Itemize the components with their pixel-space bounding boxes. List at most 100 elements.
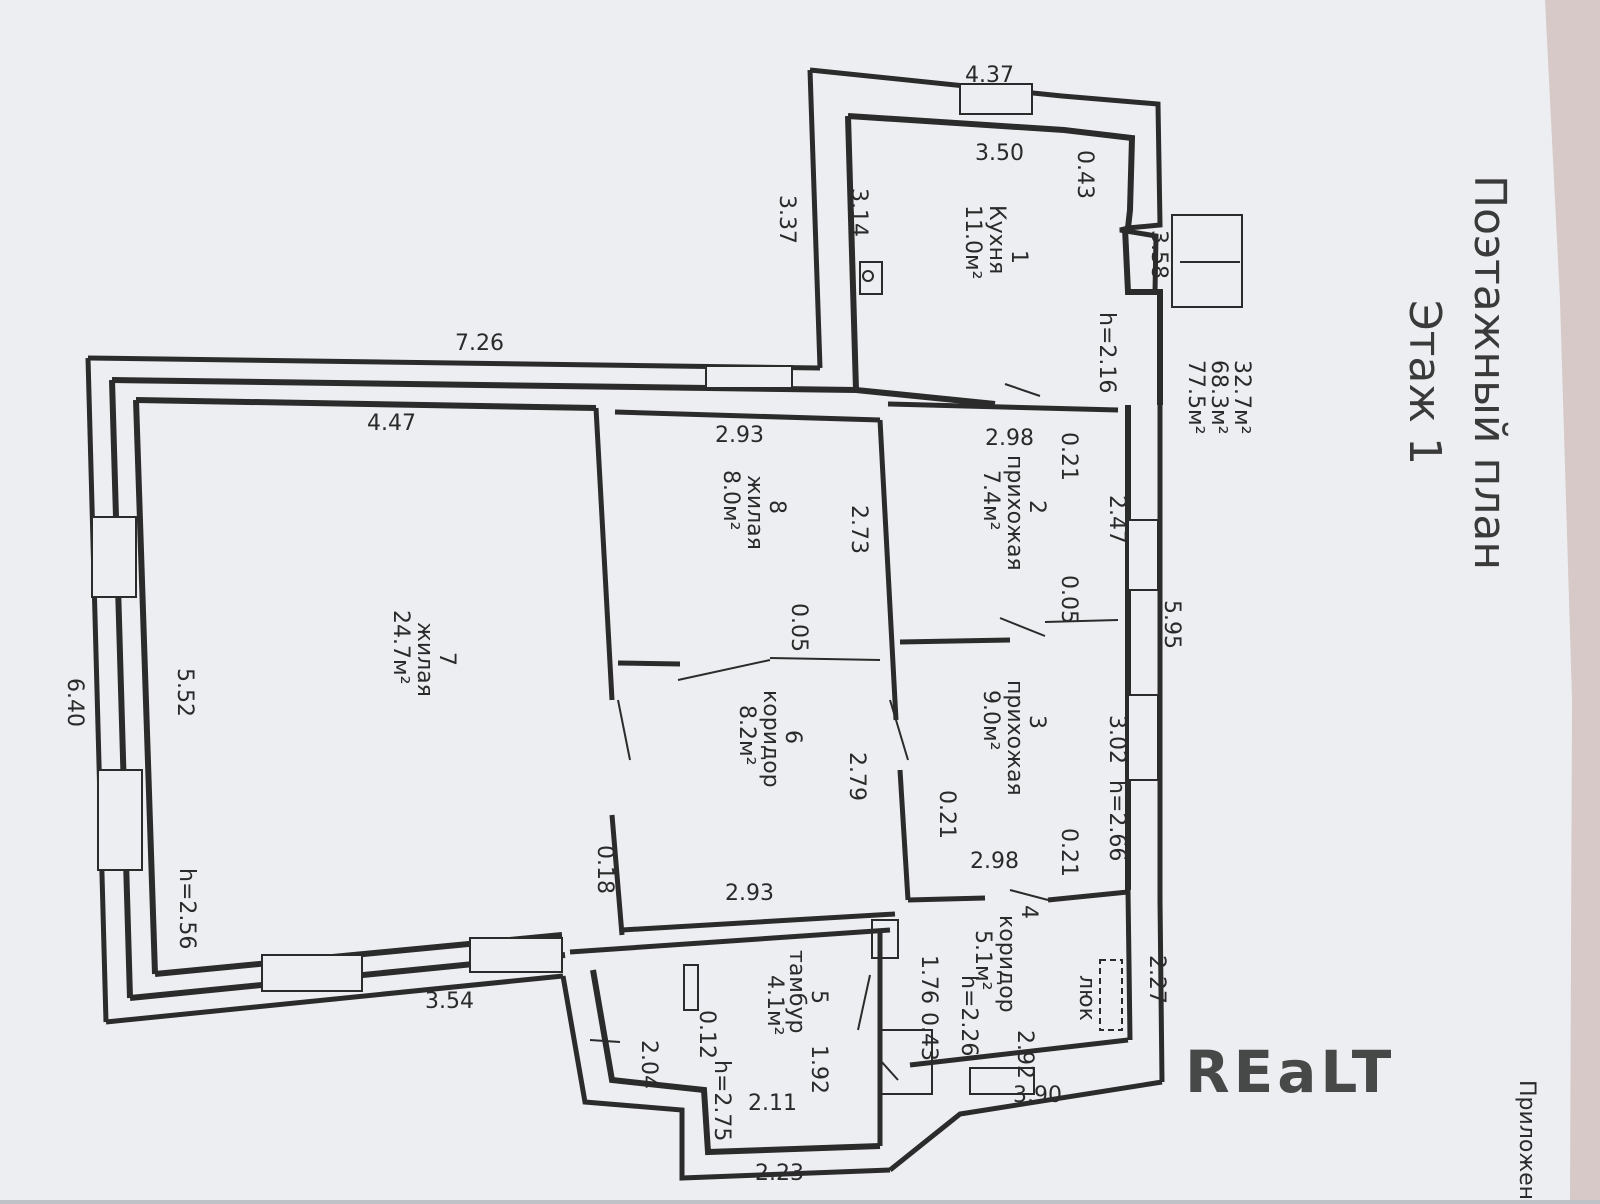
svg-text:9.0м²: 9.0м²	[978, 690, 1003, 750]
hatch-label: люк	[1074, 975, 1099, 1021]
vestibule-niche	[683, 964, 699, 1011]
dim-room7-h: h=2.56	[174, 868, 199, 949]
dim-corr6-wall: 0.21	[934, 790, 959, 839]
svg-text:4.1м²: 4.1м²	[762, 975, 787, 1035]
dim-kitchen-inner: 3.50	[975, 141, 1024, 166]
svg-text:8.2м²: 8.2м²	[734, 705, 759, 765]
floor-label: Этаж 1	[1399, 300, 1450, 465]
svg-text:коридор: коридор	[758, 690, 783, 788]
room-vestibule-5: 5 тамбур 4.1м²	[762, 950, 831, 1035]
dim-corr6-bottom: 2.93	[725, 881, 774, 906]
dim-corr4-inner: 1.76	[916, 955, 941, 1004]
kitchen-stove-symbol	[859, 261, 883, 295]
dim-hall2-top: 2.98	[985, 426, 1034, 451]
dim-kitchen-outer-side: 3.37	[774, 195, 799, 244]
dim-corr6-side: 2.79	[844, 752, 869, 801]
right-window-2	[1127, 694, 1159, 781]
top-inner-wall	[111, 377, 996, 407]
vestibule-top-wall	[569, 927, 891, 955]
bottom-outer-wall	[105, 973, 564, 1025]
svg-text:жилая: жилая	[412, 622, 437, 697]
vestibule-outer-wall	[560, 975, 891, 1181]
dim-hall3-bottom: 2.98	[970, 849, 1019, 874]
dim-hall2-wall: 0.21	[1056, 432, 1081, 481]
dim-hall3-wall: 0.21	[1056, 828, 1081, 877]
corr4-bottom-outer	[888, 1079, 1163, 1172]
svg-text:коридор: коридор	[994, 915, 1019, 1013]
room-living-7: 7 жилая 24.7м²	[388, 610, 459, 697]
svg-text:7: 7	[434, 652, 459, 666]
left-window-1	[91, 516, 137, 598]
kitchen-window	[959, 83, 1033, 115]
room7-left-wall	[133, 399, 158, 975]
dim-kitchen-h: h=2.16	[1094, 312, 1119, 393]
dim-kitchen-side: 3.14	[846, 188, 871, 237]
svg-text:жилая: жилая	[742, 475, 767, 550]
room7-top-wall	[135, 397, 597, 411]
paper-edge	[1500, 0, 1572, 1200]
dim-hall3-h: h=2.66	[1104, 780, 1129, 861]
bottom-window-1	[261, 954, 363, 992]
total-area-2: 68.3м²	[1206, 360, 1231, 434]
kitchen-inner-wall	[847, 113, 1136, 229]
plan-title: Поэтажный план	[1464, 175, 1515, 570]
svg-text:3: 3	[1024, 715, 1049, 729]
dim-room8-gap: 0.05	[786, 603, 811, 652]
dim-hall3-side: 3.02	[1104, 715, 1129, 764]
room8-gap-line	[769, 657, 881, 661]
watermark-logo: REaLT	[1185, 1038, 1395, 1106]
kitchen-stove-burner	[862, 270, 874, 282]
room-kitchen: 1 Кухня 11.0м²	[960, 205, 1031, 279]
dim-left-outer: 6.40	[62, 678, 87, 727]
vestibule-post	[871, 919, 899, 959]
room8-stub-wall	[617, 660, 681, 667]
appendix-label: Приложение	[1514, 1080, 1539, 1200]
kitchen-right-inner	[1122, 227, 1163, 405]
dim-bottom-left: 3.54	[425, 989, 474, 1014]
door-room7	[617, 699, 631, 761]
svg-text:тамбур: тамбур	[784, 950, 809, 1033]
dim-kitchen-porch: 3.58	[1146, 230, 1171, 279]
svg-text:24.7м²: 24.7м²	[388, 610, 413, 684]
door-corr4	[1009, 889, 1049, 901]
dim-corr4-side: 2.27	[1144, 955, 1169, 1004]
partition-room7-room8	[593, 407, 615, 701]
room-corridor-4: 4 коридор 5.1м² люк	[970, 905, 1099, 1021]
dim-vest-wall: 0.12	[694, 1010, 719, 1059]
svg-text:5.1м²: 5.1м²	[970, 930, 995, 990]
partition-room8-hall	[877, 419, 899, 721]
kitchen-left-inner	[845, 115, 859, 391]
room-living-8: 8 жилая 8.0м²	[718, 470, 789, 550]
svg-text:8: 8	[764, 500, 789, 514]
left-outer-wall	[85, 357, 109, 1023]
dim-top-outer: 7.26	[455, 331, 504, 356]
dim-corr4-outer: 3.90	[1013, 1083, 1062, 1108]
corr4-top-wall	[1047, 889, 1129, 903]
kitchen-porch	[1171, 214, 1243, 308]
door-vestibule	[857, 974, 871, 1031]
partition-room7-corr6	[609, 814, 625, 936]
dim-vest-len: 1.92	[806, 1045, 831, 1094]
svg-text:Кухня: Кухня	[984, 205, 1009, 274]
kitchen-left-wall	[807, 69, 823, 369]
right-window-1	[1127, 519, 1159, 591]
door-kitchen	[1004, 383, 1041, 397]
svg-text:7.4м²: 7.4м²	[978, 470, 1003, 530]
total-area-3: 77.5м²	[1183, 360, 1208, 434]
hall-gap-line	[1044, 619, 1119, 623]
hatch-symbol	[1099, 959, 1123, 1031]
svg-text:8.0м²: 8.0м²	[718, 470, 743, 530]
dim-room8-top: 2.93	[715, 423, 764, 448]
svg-text:4: 4	[1016, 905, 1041, 919]
dim-kitchen-wall: 0.43	[1072, 150, 1097, 199]
vestibule-inner-wall	[590, 969, 881, 1156]
dim-hall2-side: 2.47	[1104, 495, 1129, 544]
door-hall2-hall3	[999, 617, 1046, 637]
svg-text:прихожая: прихожая	[1002, 455, 1027, 571]
svg-text:11.0м²: 11.0м²	[960, 205, 985, 279]
dim-vest-outer: 2.23	[755, 1161, 804, 1186]
hall2-hall3-wall	[899, 637, 1011, 645]
dim-room8-side: 2.73	[846, 505, 871, 554]
